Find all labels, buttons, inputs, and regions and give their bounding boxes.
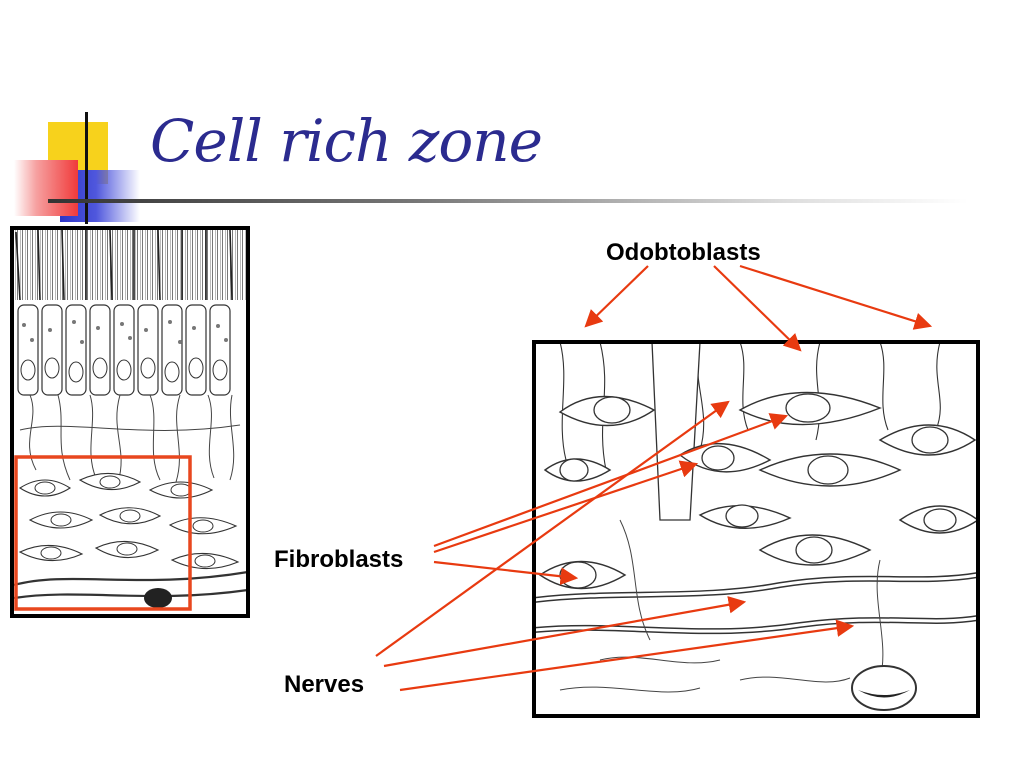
deco-red-square [14, 160, 78, 216]
odontoblasts-label: Odobtoblasts [606, 239, 761, 266]
fibroblasts-label: Fibroblasts [274, 546, 404, 573]
left-figure-frame [10, 226, 250, 618]
right-figure-frame [532, 340, 980, 718]
nerve-arrows [375, 400, 855, 692]
odontoblast-arrows [584, 264, 933, 352]
title-underline [48, 199, 968, 203]
deco-vertical-line [85, 112, 88, 224]
fibroblast-arrows [433, 413, 789, 586]
highlight-box [14, 455, 192, 611]
nerves-label: Nerves [284, 671, 365, 698]
slide-title: Cell rich zone [150, 107, 543, 175]
